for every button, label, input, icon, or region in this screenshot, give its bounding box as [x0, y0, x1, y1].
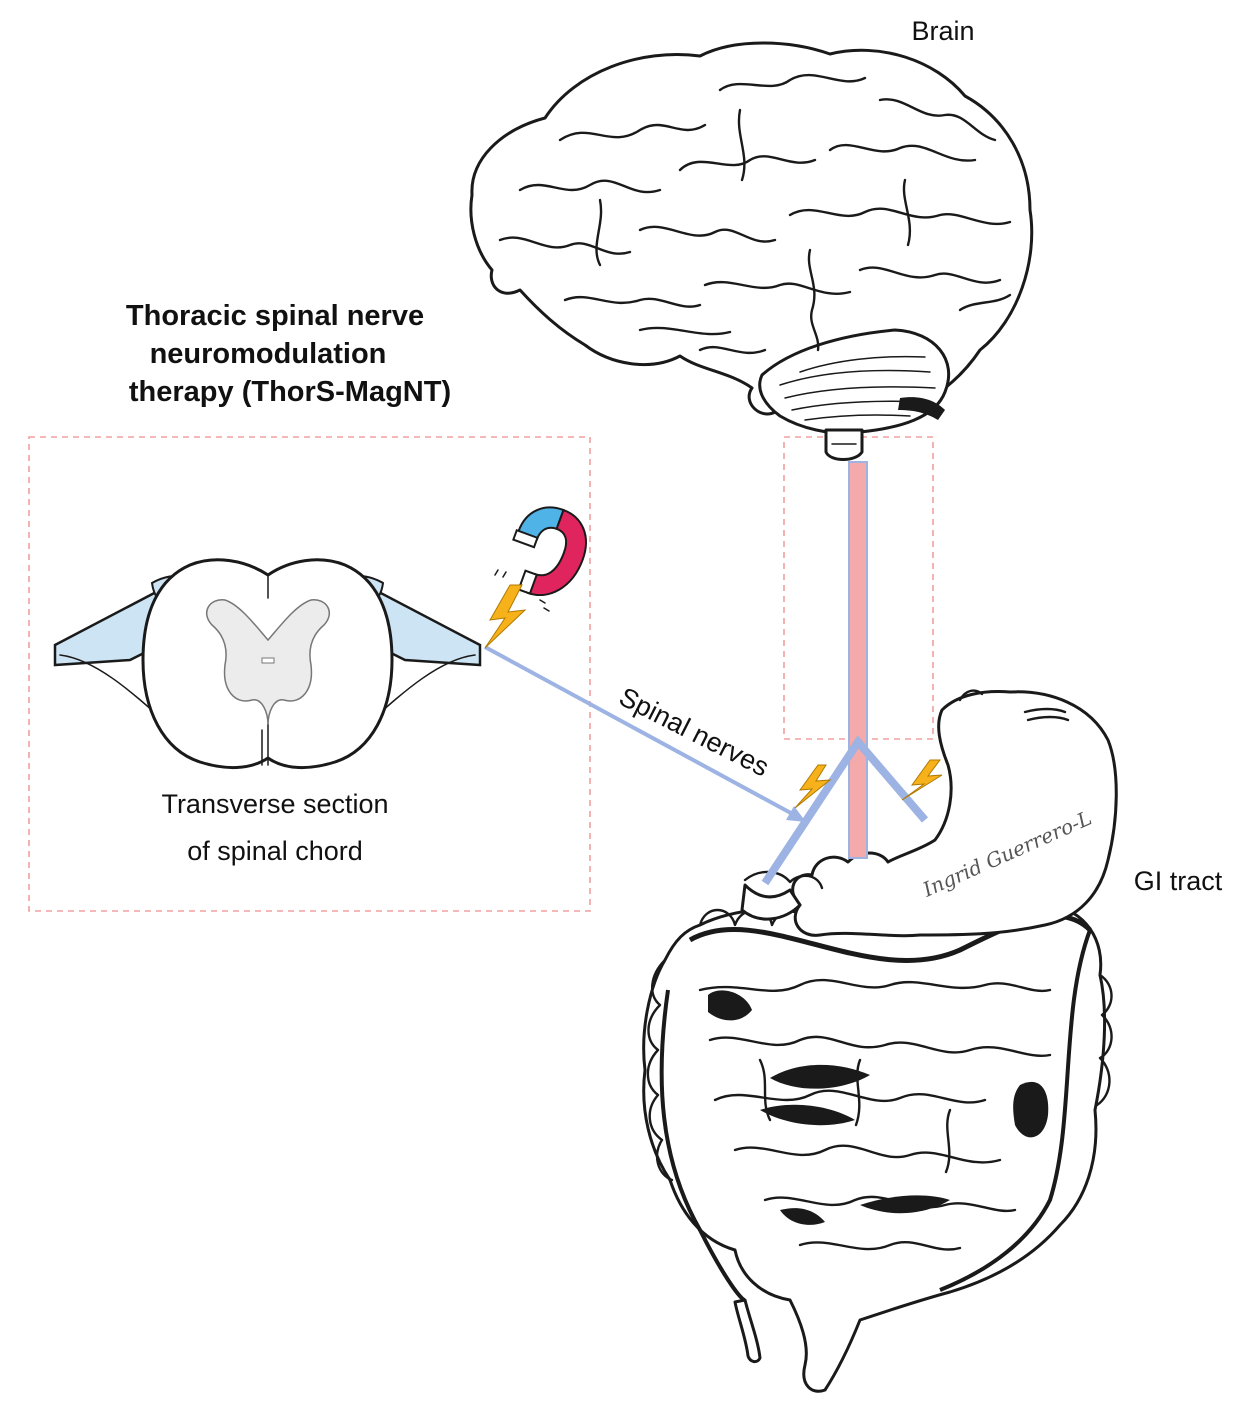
magnet-icon: [512, 506, 587, 596]
therapy-title-line3: therapy (ThorS-MagNT): [129, 376, 451, 408]
gi-tract-illustration: Ingrid Guerrero-L: [642, 689, 1118, 1393]
vagus-pathway: [848, 461, 868, 859]
section-label-line1: Transverse section: [161, 789, 388, 819]
spinal-nerve-pathway: [484, 645, 929, 886]
section-label-line2: of spinal chord: [187, 836, 363, 866]
therapy-box: [28, 436, 591, 912]
spinal-cord-section: [53, 558, 482, 770]
lightning-icon: [901, 759, 943, 801]
gi-tract-label: GI tract: [1134, 866, 1223, 896]
lightning-icon: [794, 764, 832, 809]
vagus-box: [783, 436, 934, 740]
brain-label: Brain: [911, 16, 974, 46]
therapy-title-line1: Thoracic spinal nerve: [126, 300, 424, 332]
lightning-icon: [484, 569, 550, 649]
therapy-title-line2: neuromodulation: [150, 338, 387, 370]
brain-illustration: [469, 41, 1034, 461]
